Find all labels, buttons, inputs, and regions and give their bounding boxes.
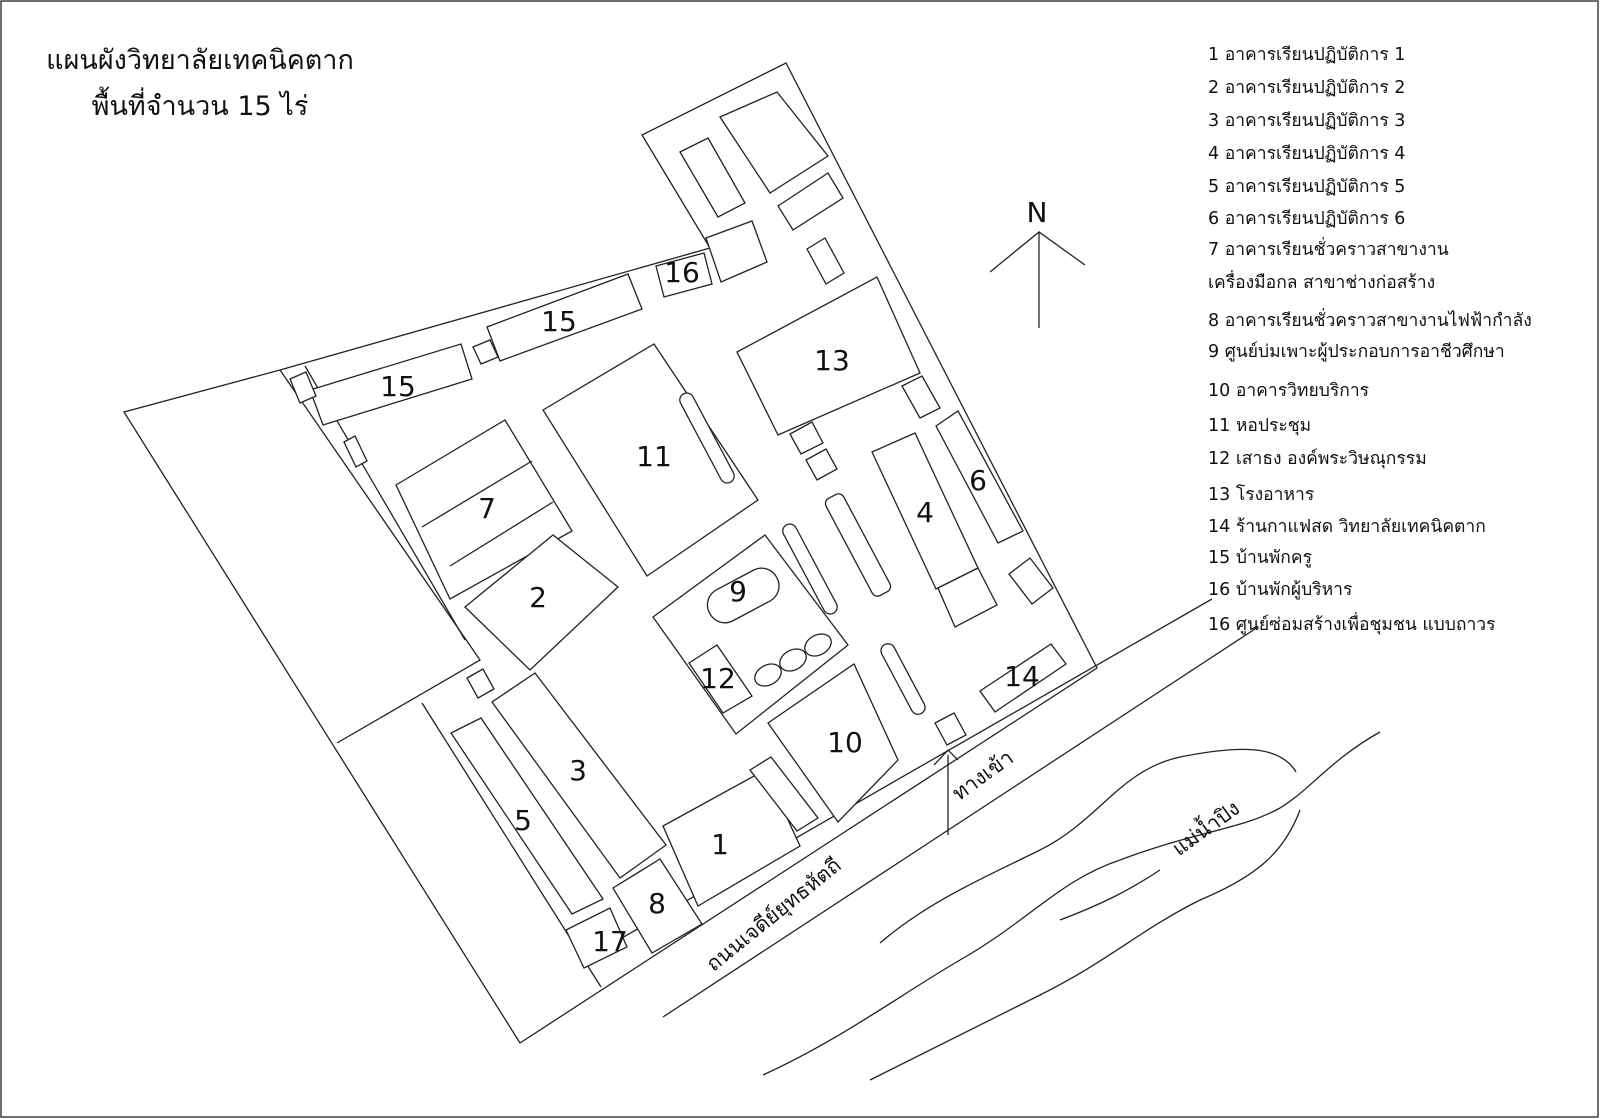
legend-item-continued: เครื่องมือกล สาขาช่างก่อสร้าง [1208, 273, 1436, 293]
building-17[interactable] [565, 907, 628, 969]
river-bank-4 [1059, 869, 1161, 921]
small-block-c [343, 435, 368, 468]
legend-item: 4 อาคารเรียนปฏิบัติการ 4 [1208, 144, 1406, 164]
label-building-12: 12 [700, 662, 736, 695]
small-block-a [472, 339, 499, 365]
label-building-5: 5 [514, 804, 532, 837]
building-12[interactable] [688, 644, 753, 714]
legend-item: 8 อาคารเรียนชั่วคราวสาขางานไฟฟ้ากำลัง [1208, 311, 1532, 331]
flowerbed-1 [754, 663, 782, 687]
small-block-e [1008, 557, 1054, 605]
label-building-7: 7 [478, 492, 496, 525]
legend-item: 10 อาคารวิทยบริการ [1208, 381, 1370, 401]
label-building-4: 4 [916, 496, 934, 529]
north-label: N [1027, 196, 1048, 229]
building-14[interactable] [979, 643, 1067, 713]
label-building-10: 10 [827, 726, 863, 759]
ne-block-1 [679, 137, 746, 218]
river-bank-3 [869, 809, 1301, 1081]
label-building-1: 1 [711, 828, 729, 861]
legend-item: 5 อาคารเรียนปฏิบัติการ 5 [1208, 177, 1406, 197]
ne-block-3 [777, 172, 844, 231]
river-bank-1 [879, 748, 1297, 944]
label-building-15a: 15 [541, 305, 577, 338]
building-16[interactable] [655, 252, 713, 298]
label-building-16: 16 [664, 256, 700, 289]
legend-item: 9 ศูนย์บ่มเพาะผู้ประกอบการอาชีวศึกษา [1208, 342, 1505, 362]
flowerbed-3 [804, 633, 832, 657]
building-8[interactable] [612, 858, 703, 954]
building-13[interactable] [736, 276, 921, 436]
building-15a[interactable] [486, 273, 643, 362]
small-block-g [789, 421, 824, 455]
building-6[interactable] [935, 410, 1024, 544]
entrance-arrow-head [933, 749, 959, 766]
small-block-h [805, 448, 838, 481]
building-2[interactable] [464, 534, 619, 671]
small-block-i [934, 712, 967, 746]
map-subtitle: พื้นที่จำนวน 15 ไร่ [91, 91, 309, 122]
label-building-3: 3 [569, 754, 587, 787]
building-11[interactable] [542, 343, 759, 577]
walkway-1 [679, 392, 735, 484]
building-15b[interactable] [309, 343, 473, 426]
legend-item: 14 ร้านกาแฟสด วิทยาลัยเทคนิคตาก [1208, 517, 1486, 537]
building-10-annex [749, 756, 819, 832]
label-building-8: 8 [648, 887, 666, 920]
legend-item: 11 หอประชุม [1208, 416, 1312, 436]
building-10[interactable] [767, 663, 899, 824]
building-7[interactable] [395, 419, 573, 600]
entrance-label: ทางเข้า [948, 745, 1018, 805]
building-3[interactable] [491, 672, 667, 879]
north-arrow-head [989, 231, 1086, 273]
small-block-f [901, 375, 941, 419]
label-building-15b: 15 [380, 370, 416, 403]
ne-block-2 [719, 91, 829, 194]
building-9-compound[interactable] [652, 534, 849, 735]
building-9[interactable] [701, 562, 785, 629]
label-building-6: 6 [969, 464, 987, 497]
legend-item: 7 อาคารเรียนชั่วคราวสาขางาน [1208, 240, 1449, 260]
river-label: แม่น้ำปิง [1166, 794, 1244, 861]
small-block-b [289, 371, 317, 404]
map-title: แผนผังวิทยาลัยเทคนิคตาก [46, 45, 354, 76]
label-building-13: 13 [814, 344, 850, 377]
small-block-d [466, 668, 495, 699]
legend-item: 2 อาคารเรียนปฏิบัติการ 2 [1208, 78, 1406, 98]
legend-item: 16 ศูนย์ซ่อมสร้างเพื่อชุมชน แบบถาวร [1208, 615, 1496, 635]
building-1[interactable] [662, 769, 801, 907]
road-edge-north [586, 598, 1213, 959]
legend-item: 16 บ้านพักผู้บริหาร [1208, 580, 1353, 600]
label-building-14: 14 [1004, 660, 1040, 693]
legend-item: 15 บ้านพักครู [1208, 548, 1312, 568]
campus-boundary [122, 62, 1098, 1044]
building-7-divider-1 [421, 460, 533, 528]
river-bank-2 [762, 731, 1381, 1076]
label-building-2: 2 [529, 581, 547, 614]
building-7-divider-2 [449, 501, 554, 567]
legend-item: 12 เสาธง องค์พระวิษณุกรรม [1208, 449, 1427, 469]
ne-block-4 [705, 220, 768, 283]
legend-item: 6 อาคารเรียนปฏิบัติการ 6 [1208, 209, 1406, 229]
lot-line-1 [279, 369, 481, 744]
legend-item: 1 อาคารเรียนปฏิบัติการ 1 [1208, 45, 1406, 65]
label-building-9: 9 [729, 575, 747, 608]
flowerbed-2 [779, 648, 807, 672]
building-4-annex [937, 567, 998, 628]
road-edge-south [662, 626, 1259, 1018]
label-building-17: 17 [592, 925, 628, 958]
legend-item: 13 โรงอาหาร [1208, 485, 1315, 505]
walkway-4 [880, 643, 926, 715]
legend-item: 3 อาคารเรียนปฏิบัติการ 3 [1208, 111, 1406, 131]
walkway-2 [782, 523, 838, 615]
label-building-11: 11 [636, 440, 672, 473]
ne-block-5 [806, 237, 845, 285]
walkway-3 [824, 493, 892, 597]
building-5[interactable] [450, 717, 604, 915]
